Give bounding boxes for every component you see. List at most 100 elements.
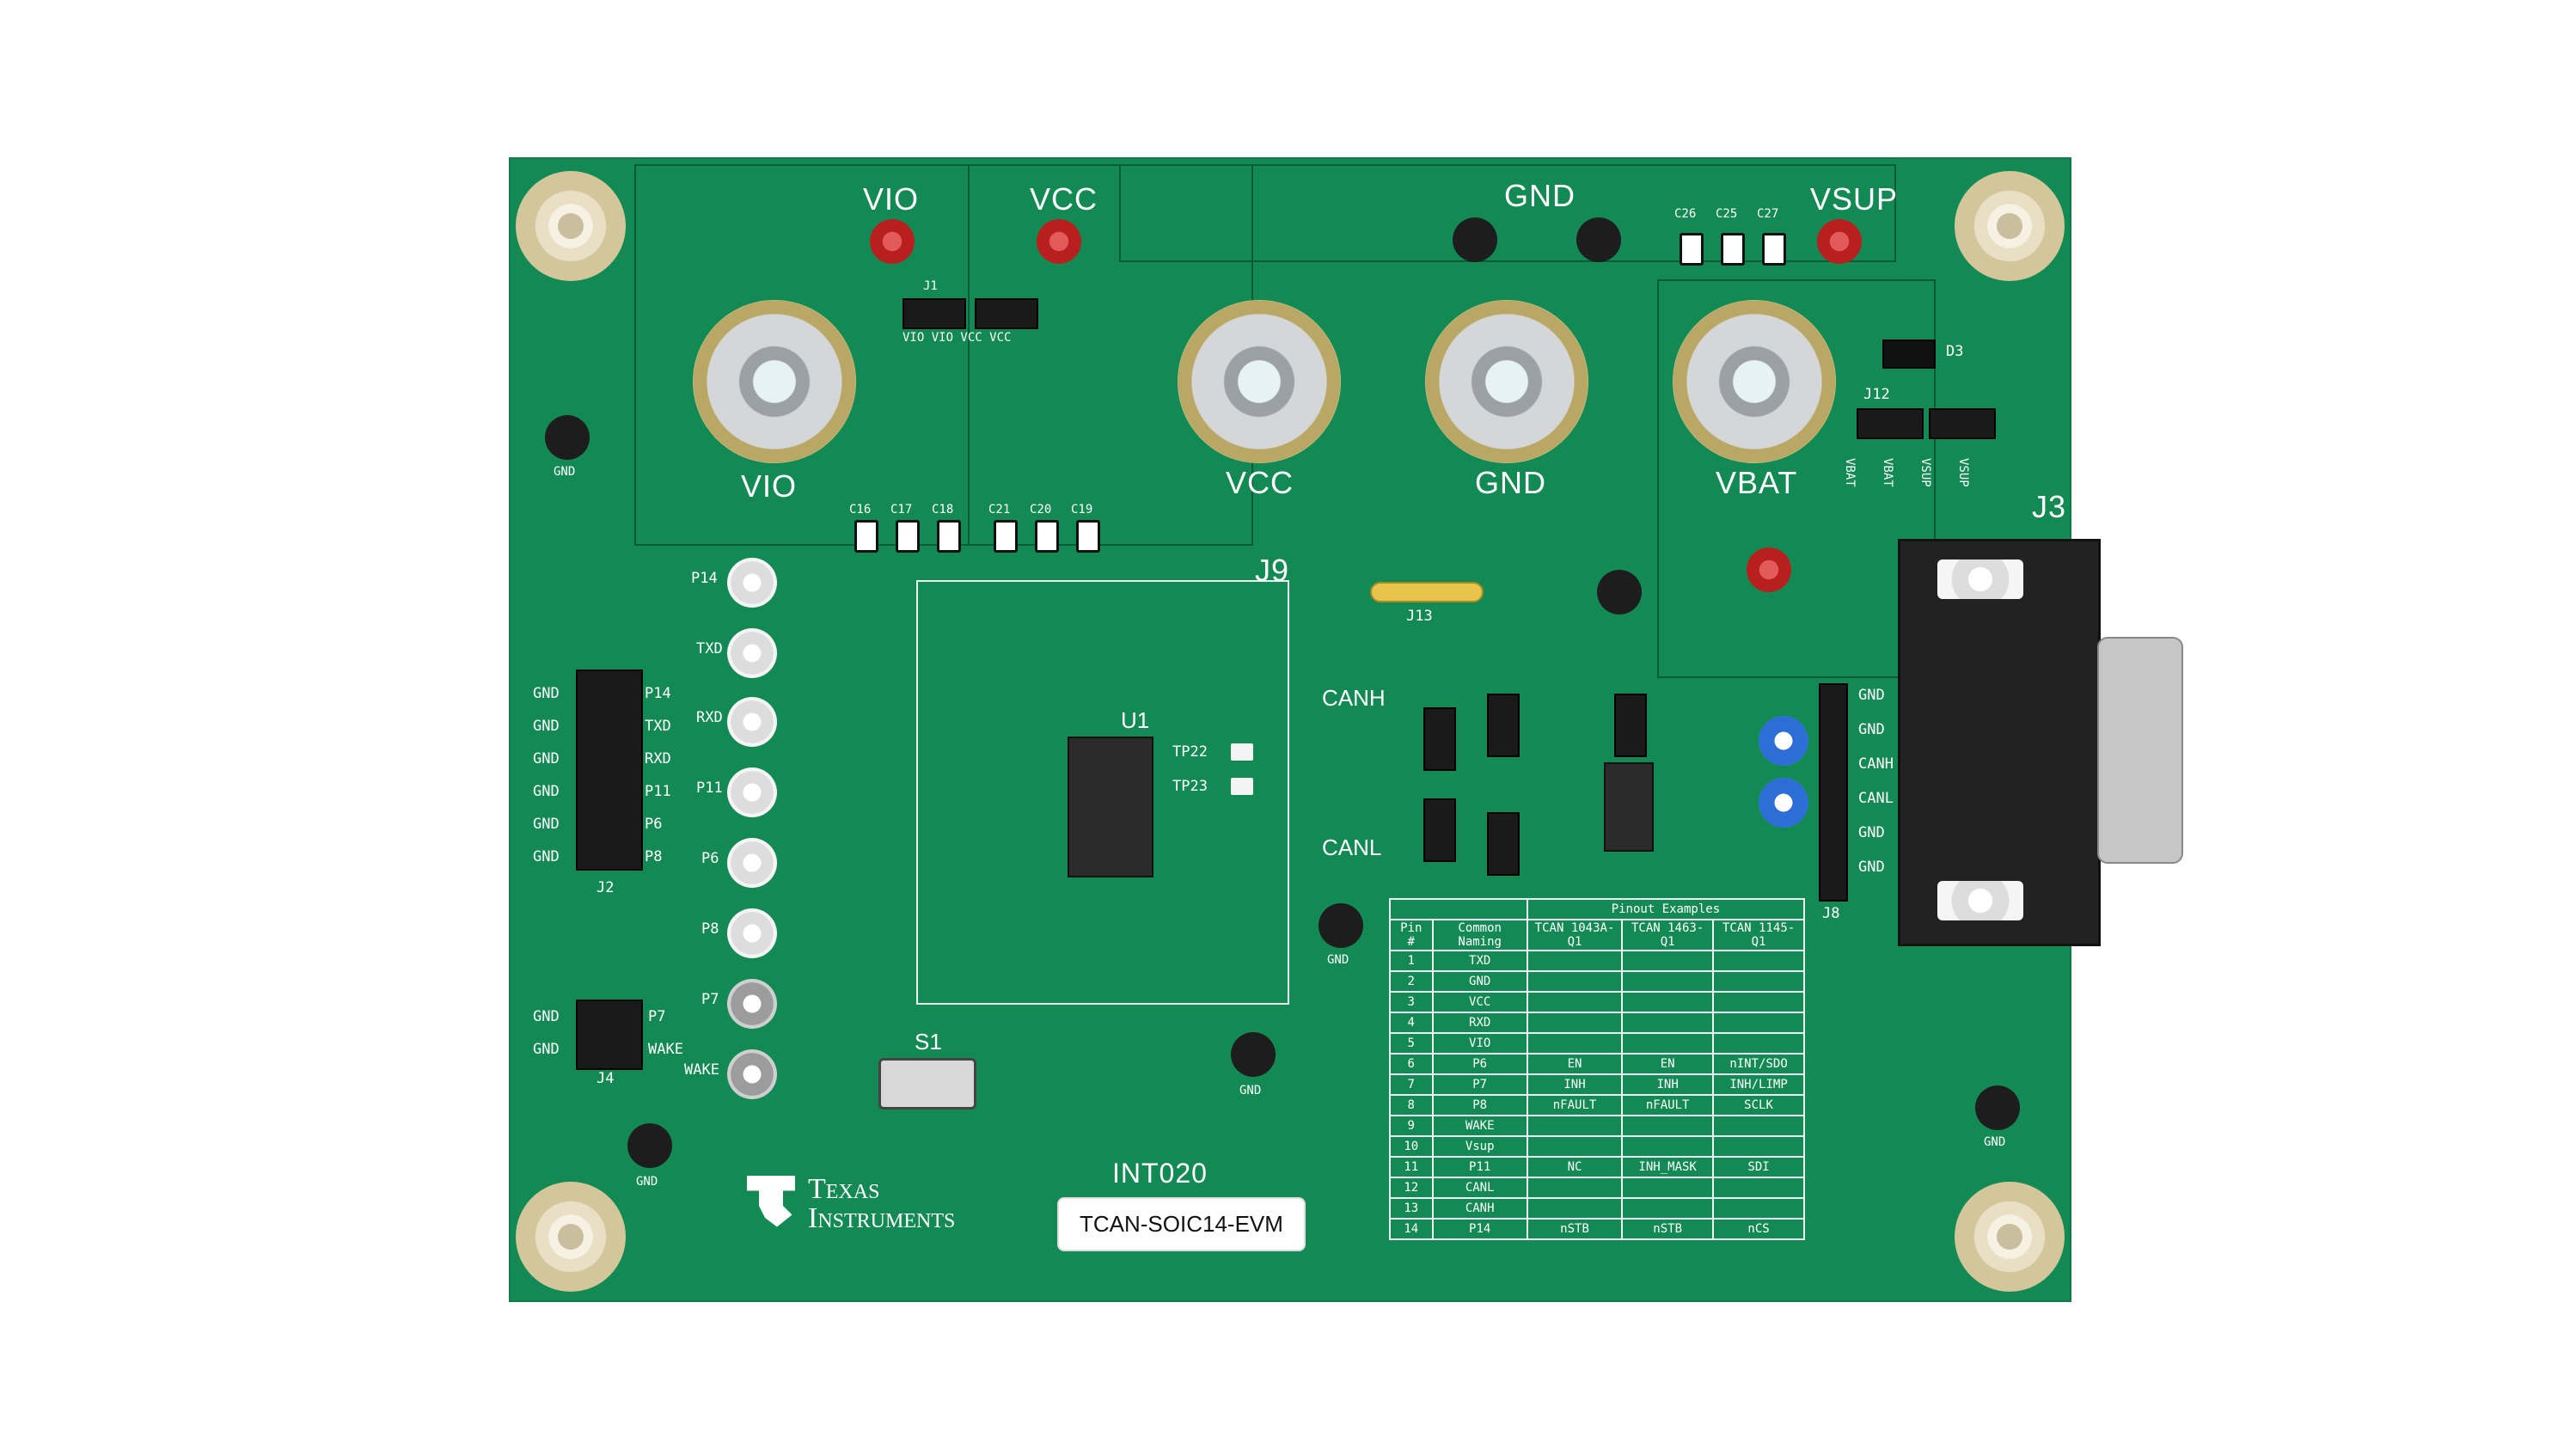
table-cell: 2 xyxy=(1389,970,1434,993)
vbat-test-point[interactable] xyxy=(1747,547,1791,592)
j1-header-right[interactable] xyxy=(975,298,1038,329)
p11-test-point[interactable] xyxy=(727,767,777,817)
j12-header-right[interactable] xyxy=(1929,408,1996,439)
cap-c25 xyxy=(1721,233,1745,266)
cap-c16-label: C16 xyxy=(849,503,872,517)
table-cell: 11 xyxy=(1389,1156,1434,1178)
table-cell xyxy=(1621,1115,1715,1137)
p6-test-point[interactable] xyxy=(727,838,777,888)
cap-c27-label: C27 xyxy=(1757,207,1779,221)
j2-header[interactable] xyxy=(576,669,643,871)
d3-label: D3 xyxy=(1946,343,1964,360)
j2-right-3: RXD xyxy=(645,750,671,767)
table-cell: nSTB xyxy=(1526,1218,1624,1240)
p8-test-point[interactable] xyxy=(727,908,777,958)
table-cell: nFAULT xyxy=(1621,1094,1715,1116)
s1-label: S1 xyxy=(915,1029,942,1055)
j2-right-1: P14 xyxy=(645,685,671,702)
cap-c26-label: C26 xyxy=(1674,207,1697,221)
j2-name: J2 xyxy=(597,879,615,896)
table-cell xyxy=(1526,950,1624,972)
cap-c20-label: C20 xyxy=(1030,503,1052,517)
vcc-terminal[interactable] xyxy=(1178,300,1341,463)
j7-header[interactable] xyxy=(1487,812,1520,876)
table-cell: P8 xyxy=(1431,1094,1528,1116)
pcb-board: VIO VCC GND VSUP J1 VIO VIO VCC VCC VIO … xyxy=(509,157,2183,1302)
gnd-test-point-s1[interactable] xyxy=(1231,1032,1276,1077)
tp23-pad[interactable] xyxy=(1231,778,1253,795)
table-cell xyxy=(1621,950,1715,972)
cap-c20 xyxy=(1035,520,1059,553)
table-cell: VCC xyxy=(1431,991,1528,1013)
j8-label-4: CANL xyxy=(1858,790,1894,807)
p7-test-point[interactable] xyxy=(727,979,777,1029)
vsup-test-point[interactable] xyxy=(1817,219,1862,264)
j13-jumper[interactable] xyxy=(1370,582,1484,602)
j4-header[interactable] xyxy=(576,1000,643,1070)
vcc-test-point[interactable] xyxy=(1037,219,1081,264)
table-cell: 7 xyxy=(1389,1073,1434,1096)
j4-right-1: P7 xyxy=(648,1008,666,1025)
gnd-test-point-2[interactable] xyxy=(1576,217,1621,262)
gnd-bottom-right-label: GND xyxy=(1984,1135,2006,1149)
mounting-hole-top-right xyxy=(1955,171,2065,281)
db9-connector[interactable] xyxy=(1898,539,2101,946)
vcc-terminal-label: VCC xyxy=(1226,465,1294,500)
gnd-test-point-left[interactable] xyxy=(545,415,590,460)
j10-header[interactable] xyxy=(1423,707,1456,771)
table-cell: INH/LIMP xyxy=(1712,1073,1805,1096)
gnd-terminal[interactable] xyxy=(1425,300,1588,463)
gnd-test-point-1[interactable] xyxy=(1453,217,1497,262)
canh-test-point[interactable] xyxy=(1759,716,1808,766)
j4-name: J4 xyxy=(597,1070,615,1087)
j1-header-left[interactable] xyxy=(903,298,966,329)
table-cell: 3 xyxy=(1389,991,1434,1013)
gnd-test-point-bottom-right[interactable] xyxy=(1975,1085,2020,1130)
canl-label: CANL xyxy=(1322,835,1382,860)
u1-chip xyxy=(1068,737,1153,877)
table-cell: CANL xyxy=(1431,1177,1528,1199)
j6-header[interactable] xyxy=(1614,694,1647,757)
p14-test-point[interactable] xyxy=(727,558,777,608)
gnd-test-point-bottom-left[interactable] xyxy=(627,1123,672,1168)
canl-test-point[interactable] xyxy=(1759,778,1808,828)
table-cell xyxy=(1712,1177,1805,1199)
mounting-hole-bottom-right xyxy=(1955,1182,2065,1292)
table-cell xyxy=(1526,1135,1624,1158)
vio-test-point[interactable] xyxy=(870,219,915,264)
p14-label: P14 xyxy=(691,570,718,587)
gnd-test-point-j13[interactable] xyxy=(1597,570,1642,614)
table-cell: nFAULT xyxy=(1526,1094,1624,1116)
table-cell: Vsup xyxy=(1431,1135,1528,1158)
table-cell: VIO xyxy=(1431,1032,1528,1055)
j12-pin-3: VSUP xyxy=(1918,458,1932,487)
j11-header[interactable] xyxy=(1423,798,1456,862)
j5-header[interactable] xyxy=(1487,694,1520,757)
table-cell: EN xyxy=(1526,1053,1624,1075)
tp22-pad[interactable] xyxy=(1231,743,1253,761)
j12-header-left[interactable] xyxy=(1857,408,1924,439)
j8-header[interactable] xyxy=(1819,683,1848,902)
int020-label: INT020 xyxy=(1112,1158,1208,1189)
s1-push-button[interactable] xyxy=(878,1058,976,1110)
vbat-terminal[interactable] xyxy=(1673,300,1836,463)
table-corner xyxy=(1389,898,1528,920)
table-cell xyxy=(1526,1115,1624,1137)
vio-terminal[interactable] xyxy=(693,300,856,463)
j12-pin-4: VSUP xyxy=(1956,458,1970,487)
wake-test-point[interactable] xyxy=(727,1049,777,1099)
gnd-test-point-mid[interactable] xyxy=(1319,903,1363,948)
cap-c18-label: C18 xyxy=(932,503,954,517)
table-cell xyxy=(1712,1012,1805,1034)
table-cell: SDI xyxy=(1712,1156,1805,1178)
rxd-test-point[interactable] xyxy=(727,697,777,747)
j8-label-2: GND xyxy=(1858,721,1885,738)
txd-test-point[interactable] xyxy=(727,628,777,678)
table-cell: NC xyxy=(1526,1156,1624,1178)
vsup-top-label: VSUP xyxy=(1810,181,1899,217)
j12-pin-1: VBAT xyxy=(1843,458,1857,487)
j2-left-4: GND xyxy=(533,783,560,800)
